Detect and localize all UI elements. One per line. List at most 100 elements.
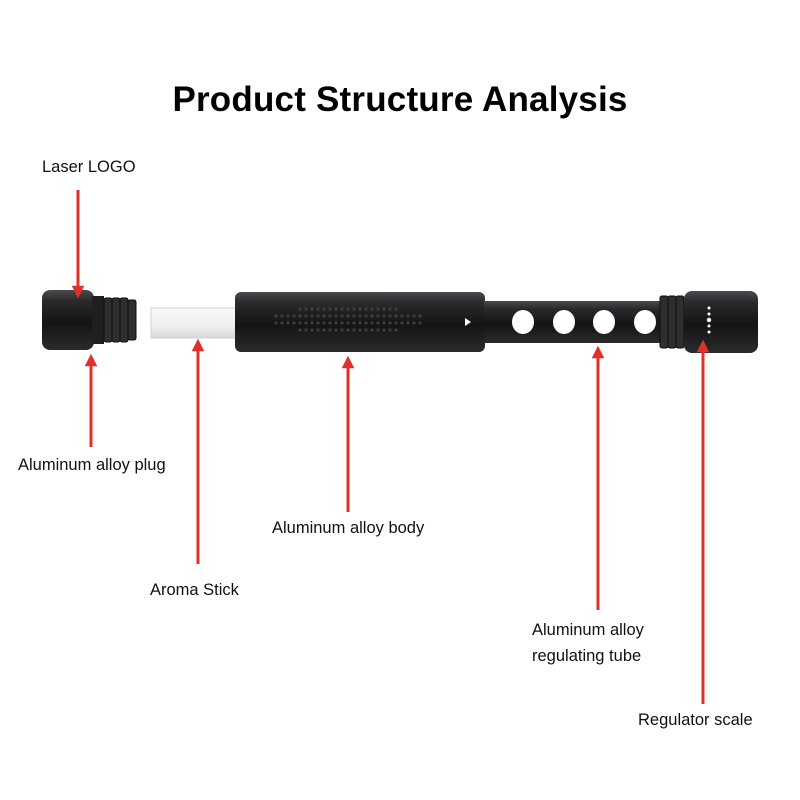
- vent-hole: [352, 314, 356, 318]
- vent-hole: [358, 328, 362, 332]
- vent-hole: [400, 314, 404, 318]
- vent-hole: [316, 307, 320, 311]
- vent-hole: [328, 321, 332, 325]
- vent-holes: [274, 307, 422, 332]
- vent-hole: [388, 307, 392, 311]
- vent-hole: [364, 307, 368, 311]
- label-laser-logo: Laser LOGO: [42, 158, 136, 176]
- vent-hole: [412, 321, 416, 325]
- vent-hole: [316, 314, 320, 318]
- vent-hole: [334, 307, 338, 311]
- vent-hole: [340, 307, 344, 311]
- vent-hole: [370, 314, 374, 318]
- vent-hole: [388, 328, 392, 332]
- vent-hole: [358, 314, 362, 318]
- vent-hole: [346, 307, 350, 311]
- vent-hole: [388, 314, 392, 318]
- aluminum-alloy-body: [235, 292, 485, 352]
- vent-hole: [310, 328, 314, 332]
- vent-hole: [406, 314, 410, 318]
- vent-hole: [394, 307, 398, 311]
- vent-hole: [370, 328, 374, 332]
- vent-hole: [346, 314, 350, 318]
- vent-hole: [304, 328, 308, 332]
- vent-hole: [286, 321, 290, 325]
- vent-hole: [364, 328, 368, 332]
- vent-hole: [280, 314, 284, 318]
- vent-hole: [352, 321, 356, 325]
- vent-hole: [382, 307, 386, 311]
- vent-hole: [310, 307, 314, 311]
- label-regulating-tube-line2: regulating tube: [532, 647, 642, 665]
- vent-hole: [334, 328, 338, 332]
- vent-hole: [322, 314, 326, 318]
- vent-hole: [340, 314, 344, 318]
- vent-hole: [322, 328, 326, 332]
- vent-hole: [376, 314, 380, 318]
- vent-hole: [304, 307, 308, 311]
- aluminum-alloy-regulating-tube: [484, 301, 666, 343]
- vent-hole: [394, 321, 398, 325]
- vent-hole: [292, 314, 296, 318]
- vent-hole: [286, 314, 290, 318]
- vent-hole: [328, 314, 332, 318]
- vent-hole: [406, 321, 410, 325]
- vent-hole: [370, 321, 374, 325]
- vent-hole: [304, 314, 308, 318]
- vent-hole: [298, 321, 302, 325]
- vent-hole: [346, 328, 350, 332]
- vent-hole: [322, 307, 326, 311]
- triangle-mark-icon: [465, 318, 471, 326]
- vent-hole: [352, 307, 356, 311]
- vent-hole: [388, 321, 392, 325]
- vent-hole: [358, 321, 362, 325]
- vent-hole: [394, 328, 398, 332]
- vent-hole: [382, 314, 386, 318]
- vent-hole: [418, 321, 422, 325]
- vent-hole: [400, 321, 404, 325]
- vent-hole: [364, 314, 368, 318]
- vent-hole: [418, 314, 422, 318]
- vent-hole: [322, 321, 326, 325]
- vent-hole: [364, 321, 368, 325]
- vent-hole: [298, 307, 302, 311]
- vent-hole: [310, 314, 314, 318]
- vent-hole: [280, 321, 284, 325]
- vent-hole: [316, 321, 320, 325]
- vent-hole: [352, 328, 356, 332]
- label-aroma-stick: Aroma Stick: [150, 581, 239, 599]
- vent-hole: [274, 314, 278, 318]
- vent-hole: [316, 328, 320, 332]
- label-regulating-tube-line1: Aluminum alloy: [532, 621, 644, 639]
- vent-hole: [340, 321, 344, 325]
- label-aluminum-alloy-plug: Aluminum alloy plug: [18, 456, 166, 474]
- vent-hole: [346, 321, 350, 325]
- regulator-end: [659, 291, 758, 353]
- vent-hole: [334, 314, 338, 318]
- vent-hole: [382, 321, 386, 325]
- vent-hole: [310, 321, 314, 325]
- vent-hole: [298, 314, 302, 318]
- vent-hole: [412, 314, 416, 318]
- vent-hole: [376, 321, 380, 325]
- regulator-scale-dots: [706, 306, 712, 334]
- vent-hole: [394, 314, 398, 318]
- vent-hole: [376, 328, 380, 332]
- vent-hole: [370, 307, 374, 311]
- page-title: Product Structure Analysis: [172, 80, 628, 119]
- aluminum-alloy-plug: [42, 290, 137, 350]
- vent-hole: [292, 321, 296, 325]
- vent-hole: [304, 321, 308, 325]
- vent-hole: [340, 328, 344, 332]
- vent-hole: [376, 307, 380, 311]
- vent-hole: [382, 328, 386, 332]
- aroma-stick: [150, 307, 238, 339]
- vent-hole: [298, 328, 302, 332]
- vent-hole: [358, 307, 362, 311]
- label-aluminum-alloy-body: Aluminum alloy body: [272, 519, 425, 537]
- vent-hole: [328, 328, 332, 332]
- label-regulating-tube: Aluminum alloy regulating tube: [532, 617, 644, 669]
- vent-hole: [328, 307, 332, 311]
- vent-hole: [274, 321, 278, 325]
